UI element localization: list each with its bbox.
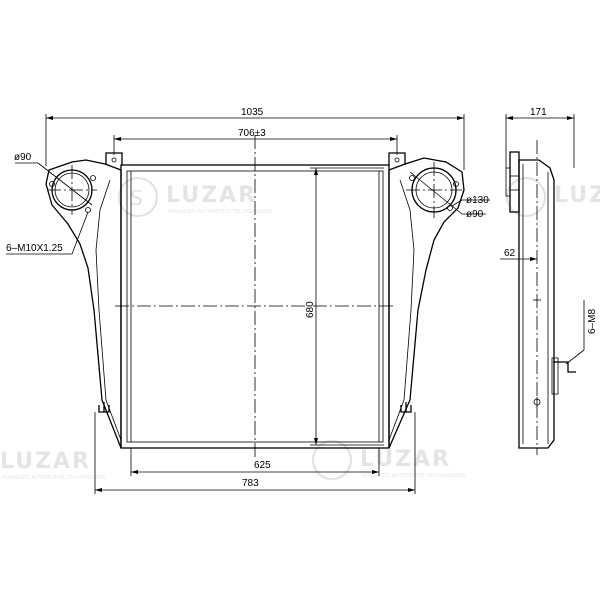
side-view: [505, 140, 576, 455]
svg-text:ADVANCED AUTOMOTIVE TECHNOLOGI: ADVANCED AUTOMOTIVE TECHNOLOGIES: [362, 473, 466, 479]
svg-text:ADVANCED AUTOMOTIVE TECHNOLOGI: ADVANCED AUTOMOTIVE TECHNOLOGIES: [2, 475, 106, 481]
side-mount-bracket: [553, 361, 576, 373]
left-bolt-hole: [49, 181, 55, 187]
dim-bottom-core: 625: [254, 460, 271, 471]
dim-bottom-overall: 783: [242, 478, 259, 489]
svg-text:LUZAR: LUZAR: [360, 447, 451, 472]
side-dimensions: 171 62 6–M8: [500, 107, 598, 365]
label-right-pipe-diameter: ø90: [466, 209, 484, 220]
right-tank: [388, 157, 465, 449]
front-view: [45, 135, 465, 458]
watermark-top: S LUZAR ADVANCED AUTOMOTIVE TECHNOLOGIES: [118, 177, 272, 217]
watermark-left-bottom: LUZAR ADVANCED AUTOMOTIVE TECHNOLOGIES: [0, 449, 106, 481]
svg-text:LUZAR: LUZAR: [166, 183, 257, 208]
svg-text:ADVANCED AUTOMOTIVE TECHNOLOGI: ADVANCED AUTOMOTIVE TECHNOLOGIES: [168, 209, 272, 215]
svg-text:LUZAR: LUZAR: [554, 183, 600, 208]
label-bolt-spec: 6–M10X1.25: [6, 243, 63, 254]
watermark-bottom: LUZAR ADVANCED AUTOMOTIVE TECHNOLOGIES: [312, 440, 466, 480]
left-tank: [45, 159, 122, 449]
dim-offset: 62: [504, 248, 516, 259]
dim-core-width: 706±3: [238, 128, 266, 139]
label-left-pipe-diameter: ø90: [14, 152, 32, 163]
label-flange-diameter: ø130: [466, 195, 489, 206]
svg-text:LUZAR: LUZAR: [0, 449, 91, 474]
dim-overall-width: 1035: [241, 107, 264, 118]
watermark-right-top: LUZAR: [506, 177, 600, 217]
front-dimensions: 1035 706±3 680 625 783 ø90: [6, 107, 490, 494]
side-body: [518, 159, 555, 449]
dim-core-height: 680: [305, 301, 316, 318]
svg-text:S: S: [130, 186, 143, 210]
dim-depth: 171: [530, 107, 547, 118]
label-mount-spec: 6–M8: [587, 309, 598, 334]
